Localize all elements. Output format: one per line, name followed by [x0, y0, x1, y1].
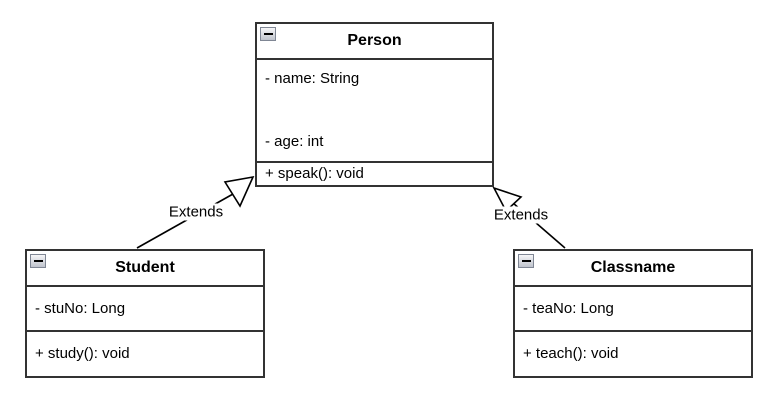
- attributes-section: - stuNo: Long: [27, 287, 263, 332]
- class-box-person[interactable]: Person - name: String - age: int + speak…: [255, 22, 494, 187]
- class-name-student: Student: [115, 259, 175, 276]
- collapse-minus-icon[interactable]: [260, 27, 276, 41]
- attribute-row: - teaNo: Long: [523, 299, 614, 317]
- method-row: + speak(): void: [265, 165, 364, 182]
- method-row: + teach(): void: [523, 345, 619, 362]
- minus-glyph: [33, 260, 43, 262]
- attribute-row: - age: int: [265, 133, 324, 150]
- methods-section: + study(): void: [27, 332, 263, 376]
- collapse-minus-icon[interactable]: [518, 254, 534, 268]
- attribute-row: - stuNo: Long: [35, 299, 126, 317]
- class-name-person: Person: [347, 32, 402, 49]
- extends-label-classname: Extends: [492, 206, 550, 224]
- attributes-section: - teaNo: Long: [515, 287, 751, 332]
- minus-glyph: [263, 33, 273, 35]
- attribute-row: - name: String: [265, 70, 360, 87]
- class-name-classname: Classname: [590, 259, 676, 276]
- attributes-section: - name: String - age: int: [257, 60, 492, 163]
- class-header-classname: Classname: [515, 251, 751, 287]
- extends-label-student: Extends: [167, 203, 225, 221]
- class-box-student[interactable]: Student - stuNo: Long + study(): void: [25, 249, 265, 378]
- method-row: + study(): void: [35, 345, 130, 362]
- minus-glyph: [521, 260, 531, 262]
- class-box-classname[interactable]: Classname - teaNo: Long + teach(): void: [513, 249, 753, 378]
- methods-section: + speak(): void: [257, 163, 492, 185]
- collapse-minus-icon[interactable]: [30, 254, 46, 268]
- methods-section: + teach(): void: [515, 332, 751, 376]
- class-header-student: Student: [27, 251, 263, 287]
- class-header-person: Person: [257, 24, 492, 60]
